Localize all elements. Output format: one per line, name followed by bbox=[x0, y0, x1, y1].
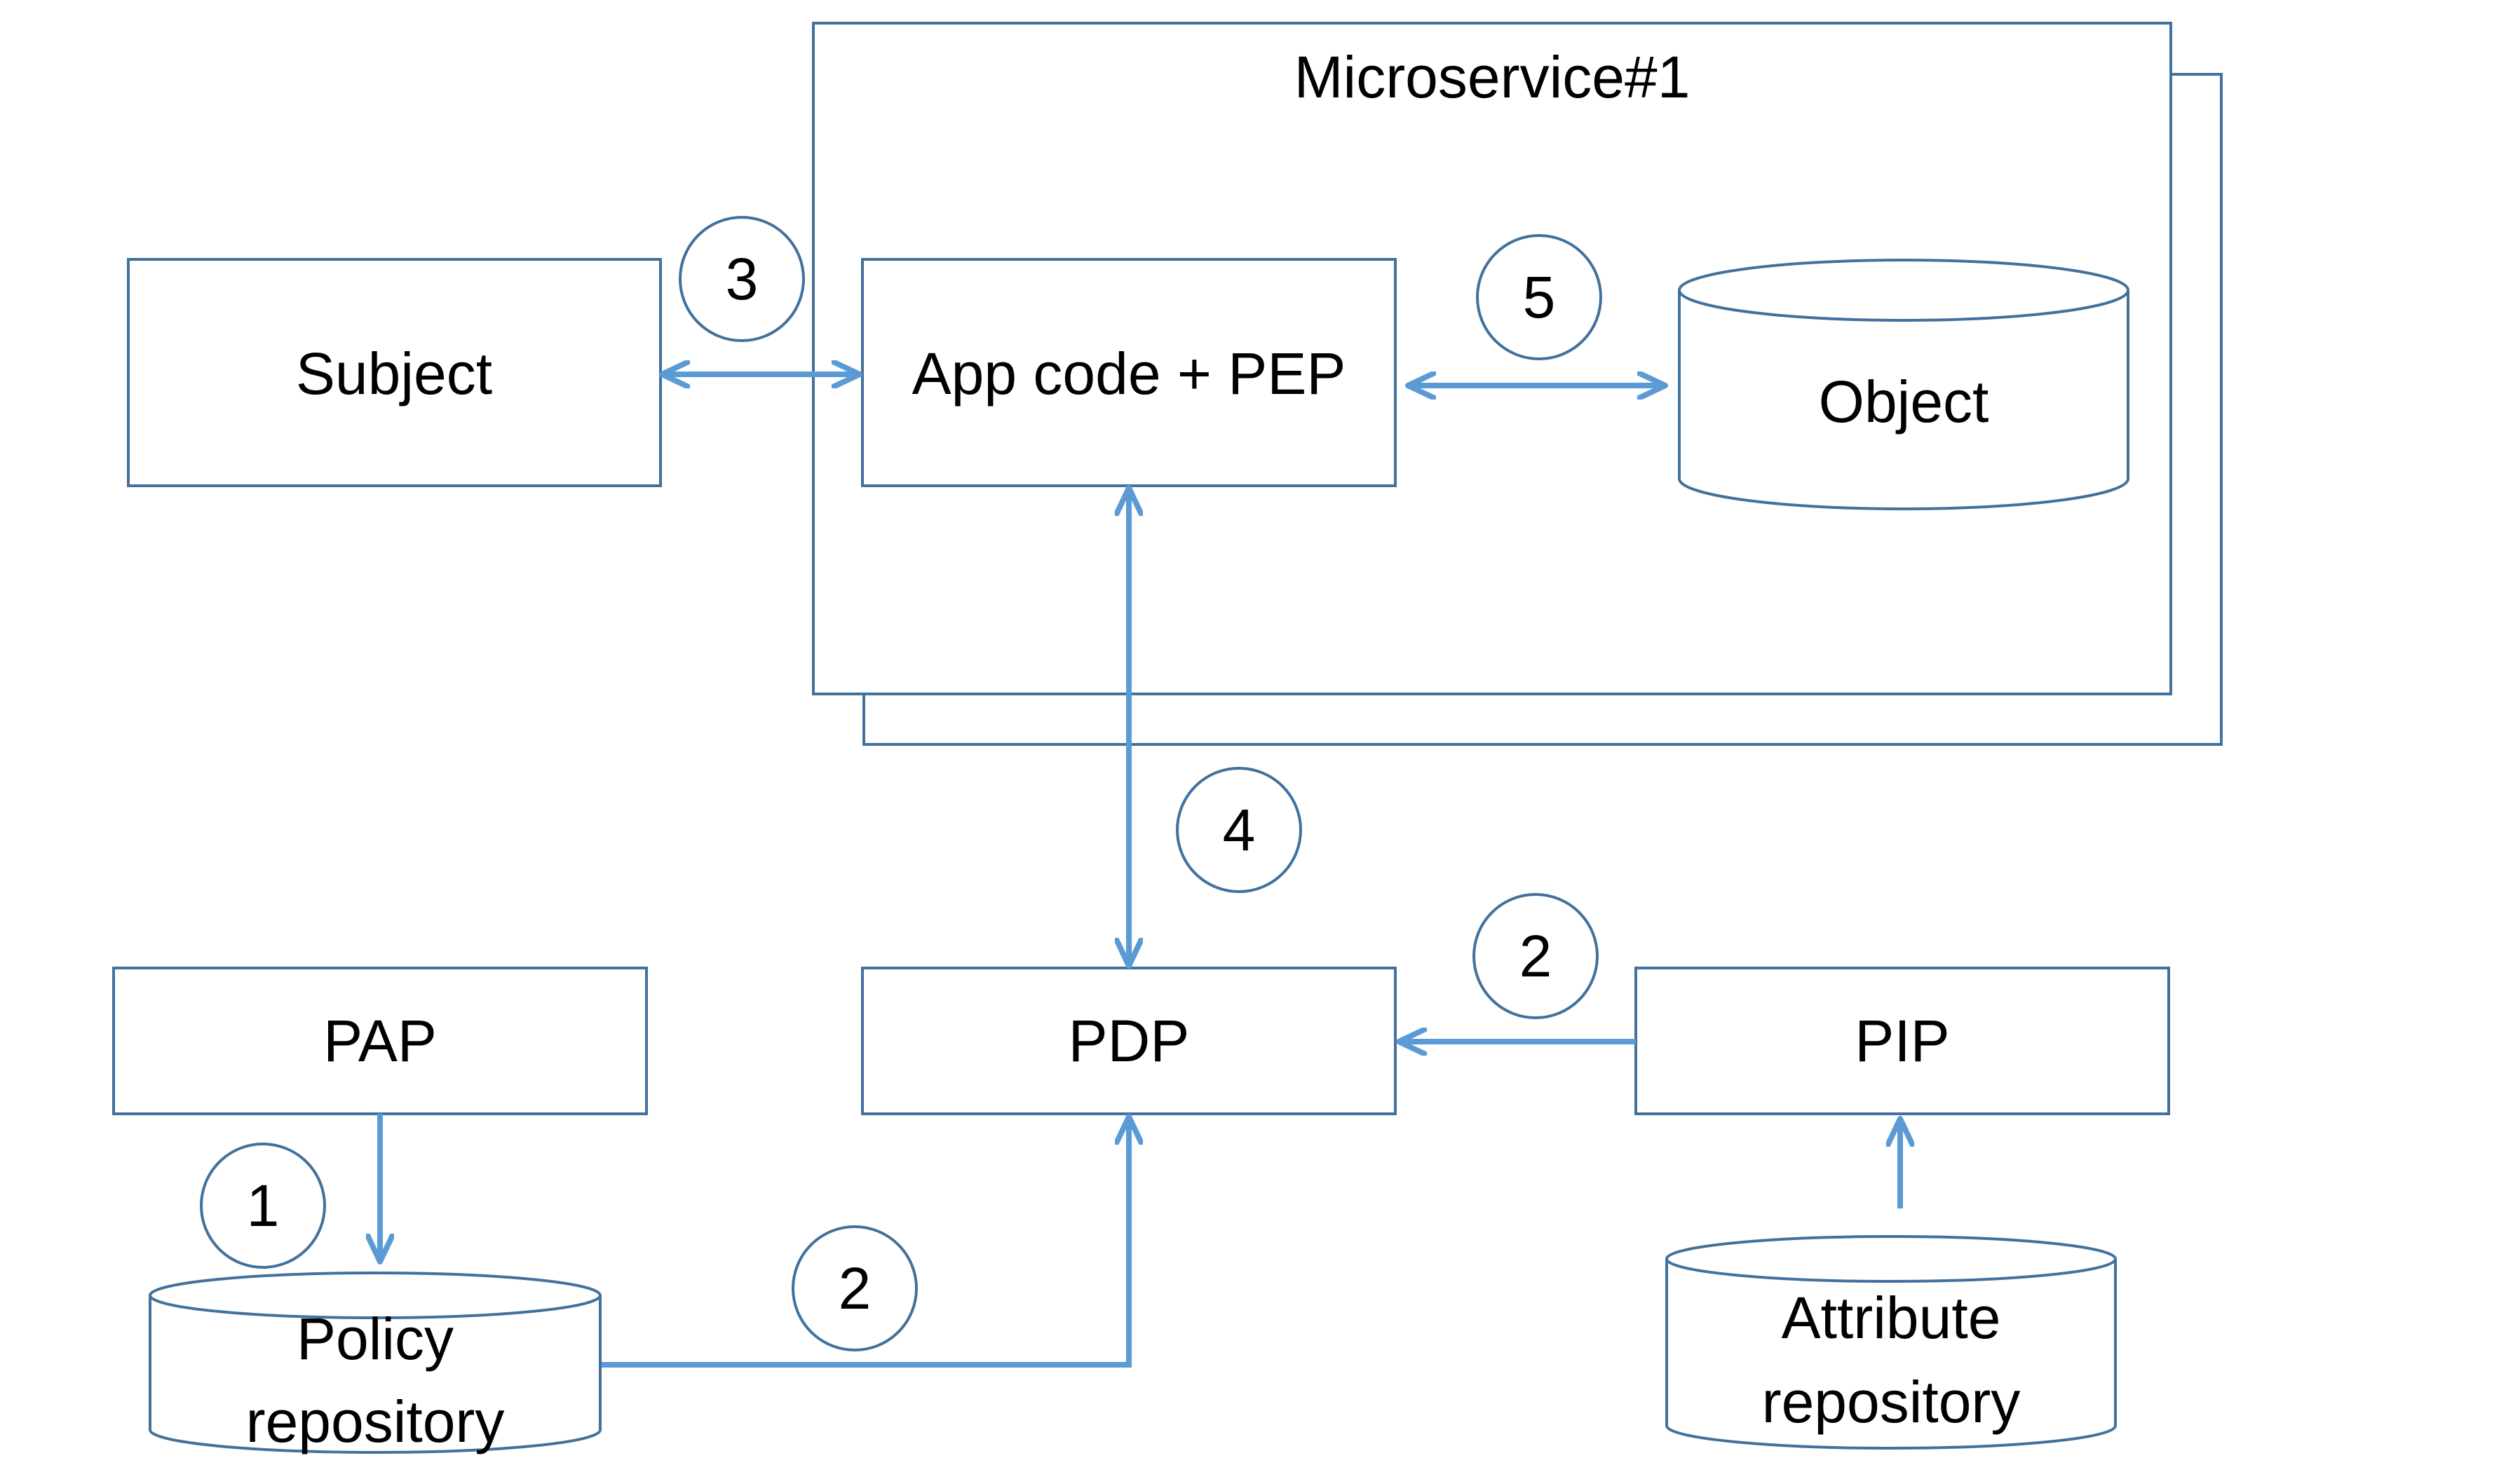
pdp-node[interactable]: PDP bbox=[861, 967, 1397, 1115]
svg-text:5: 5 bbox=[1523, 264, 1556, 330]
step-badge-2-policy: 2 bbox=[792, 1225, 918, 1351]
svg-text:4: 4 bbox=[1223, 797, 1256, 863]
step-badge-2-pip: 2 bbox=[1472, 893, 1599, 1019]
svg-text:2: 2 bbox=[839, 1255, 872, 1321]
policy-pdp-arrow bbox=[602, 1117, 1129, 1368]
step-badge-4: 4 bbox=[1176, 767, 1302, 893]
attribute-repository-label-line1: Attribute bbox=[1782, 1285, 2001, 1351]
subject-label: Subject bbox=[296, 341, 492, 407]
app-code-pep-label: App code + PEP bbox=[912, 341, 1346, 407]
pip-node[interactable]: PIP bbox=[1634, 967, 2170, 1115]
policy-repository-label-line1: Policy bbox=[297, 1306, 454, 1372]
svg-text:1: 1 bbox=[247, 1173, 280, 1239]
pap-label: PAP bbox=[323, 1008, 437, 1074]
svg-text:2: 2 bbox=[1519, 923, 1552, 989]
object-cylinder[interactable]: Object bbox=[1678, 259, 2129, 510]
pdp-label: PDP bbox=[1069, 1008, 1190, 1074]
step-badge-1: 1 bbox=[200, 1143, 326, 1269]
attribute-repository-label-line2: repository bbox=[1762, 1369, 2021, 1435]
subject-node[interactable]: Subject bbox=[127, 258, 662, 487]
attribute-repository-cylinder[interactable]: Attribute repository bbox=[1665, 1235, 2117, 1450]
pap-node[interactable]: PAP bbox=[112, 967, 648, 1115]
policy-repository-cylinder[interactable]: Policy repository bbox=[149, 1272, 602, 1454]
policy-repository-label-line2: repository bbox=[246, 1389, 505, 1454]
object-label: Object bbox=[1819, 369, 1989, 435]
pip-label: PIP bbox=[1855, 1008, 1949, 1074]
microservice-title: Microservice#1 bbox=[1294, 44, 1691, 110]
svg-text:3: 3 bbox=[726, 246, 759, 312]
step-badge-3: 3 bbox=[679, 216, 805, 342]
step-badge-5: 5 bbox=[1476, 234, 1602, 360]
app-code-pep-node[interactable]: App code + PEP bbox=[861, 258, 1397, 487]
